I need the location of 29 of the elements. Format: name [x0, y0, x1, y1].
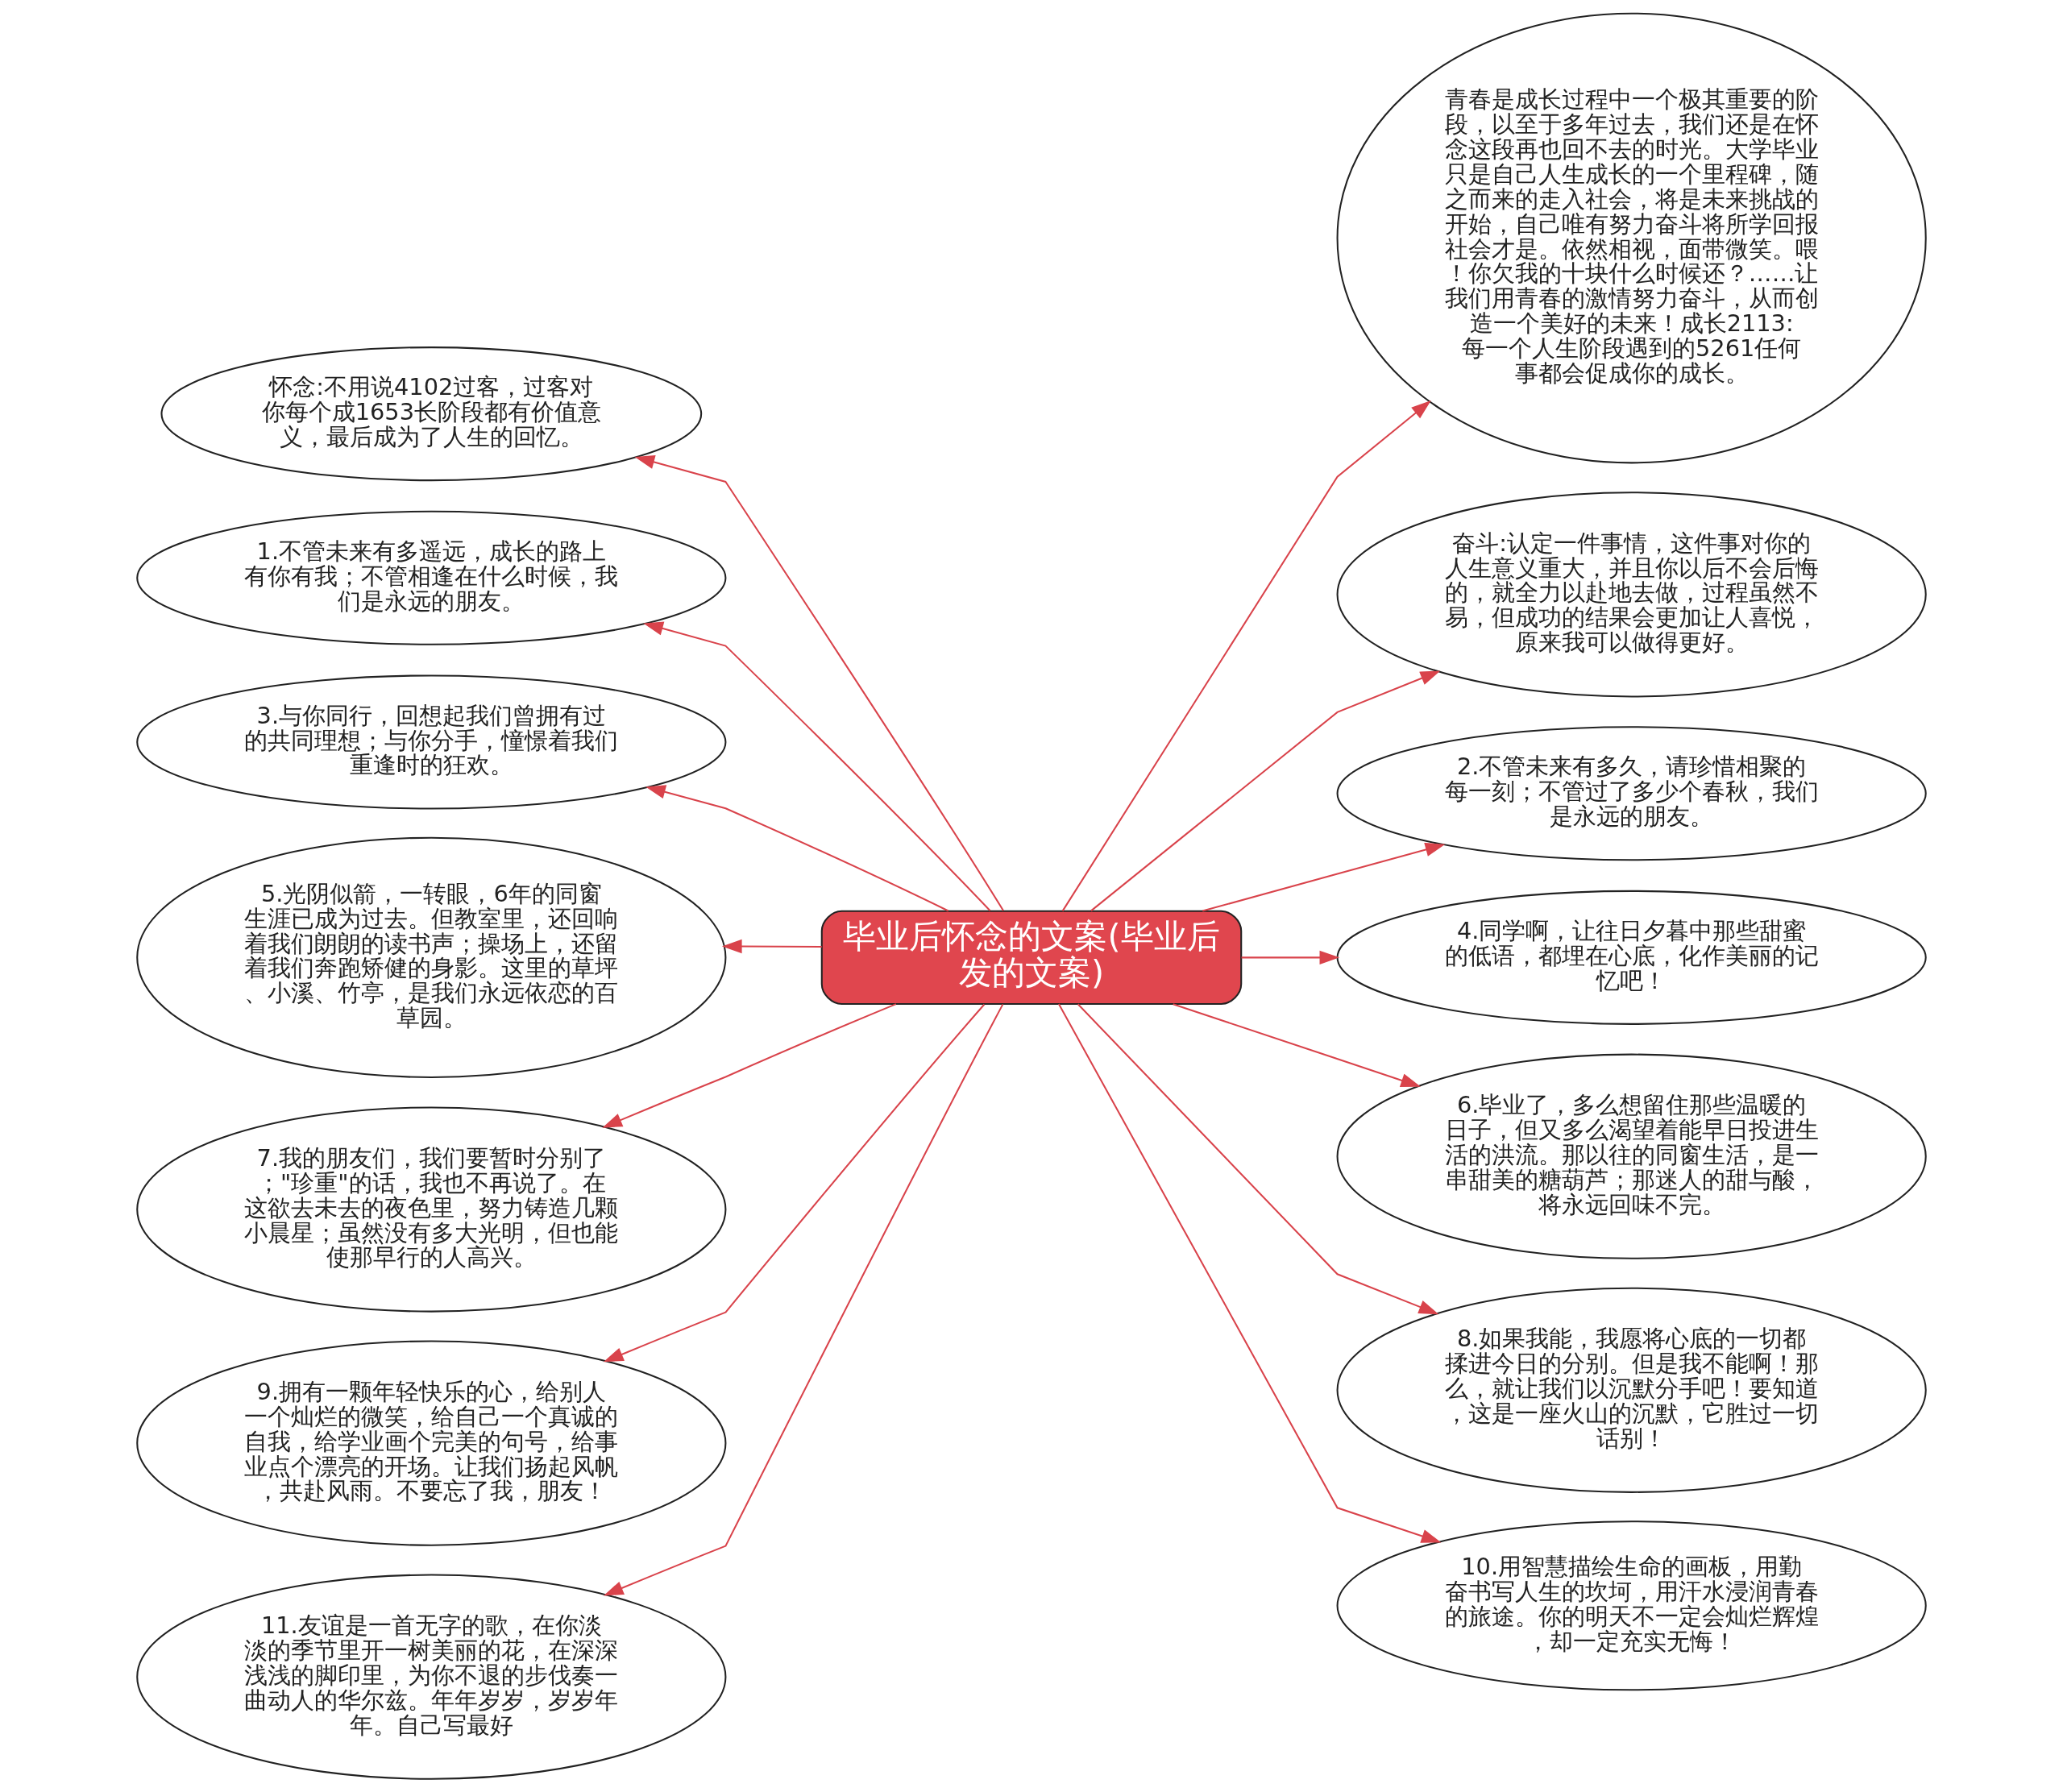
arrow: [645, 785, 949, 912]
arrow: [1058, 1003, 1442, 1543]
arrow: [602, 1003, 897, 1128]
node-ellipse: 5.光阴似箭，一转眼，6年的同窗生涯已成为过去。但教室里，还回响着我们朗朗的读书声；操场上，还留着我们奔跑矫健的身影。这里的草坪、小溪、竹亭，是我们永远依恋的百草园。: [136, 836, 727, 1078]
node-ellipse: 8.如果我能，我愿将心底的一切都揉进今日的分别。但是我不能啊！那么，就让我们以沉默分手吧！要知道，这是一座火山的沉默，它胜过一切话别！: [1336, 1287, 1927, 1493]
node-ellipse: 4.同学啊，让往日夕暮中那些甜蜜的低语，都埋在心底，化作美丽的记忆吧！: [1336, 890, 1927, 1025]
node-ellipse: 1.不管未来有多遥远，成长的路上有你有我；不管相逢在什么时候，我们是永远的朋友。: [136, 510, 727, 645]
node-ellipse: 9.拥有一颗年轻快乐的心，给别人一个灿烂的微笑，给自己一个真诚的自我，给学业画个完美的句号，给事业点个漂亮的开场。让我们扬起风帆，共赴风雨。不要忘了我，朋友！: [136, 1340, 727, 1546]
arrow: [634, 455, 1004, 911]
node-box: 毕业后怀念的文案(毕业后发的文案): [820, 910, 1243, 1005]
arrow: [1202, 842, 1446, 912]
node-ellipse: 6.毕业了，多么想留住那些温暖的日子，但又多么渴望着能早日投进生活的洪流。那以往的同窗生活，是一串甜美的糖葫芦；那迷人的甜与酸，将永远回味不完。: [1336, 1053, 1927, 1259]
arrow: [603, 1003, 986, 1363]
node-ellipse: 7.我的朋友们，我们要暂时分别了；"珍重"的话，我也不再说了。在这欲去未去的夜色里，努力铸造几颗小晨星；虽然没有多大光明，但也能使那早行的人高兴。: [136, 1106, 727, 1313]
node-ellipse: 青春是成长过程中一个极其重要的阶段，以至于多年过去，我们还是在怀念这段再也回不去的时光。大学毕业只是自己人生成长的一个里程碑，随之而来的走入社会，将是未来挑战的开始，自己唯有努力奋斗将所学回报社会才是。依然相视，面带微笑。喂！你欠我的十块什么时候还？……让我们用青春的激情努力奋斗，从而创造一个美好的未来！成长2113:每一个人生阶段遇到的5261任何事都会促成你的成长。: [1336, 12, 1927, 464]
arrow: [1090, 670, 1441, 912]
node-ellipse: 3.与你同行，回想起我们曾拥有过的共同理想；与你分手，憧憬着我们重逢时的狂欢。: [136, 674, 727, 810]
node-ellipse: 2.不管未来有多久，请珍惜相聚的每一刻；不管过了多少个春秋，我们是永远的朋友。: [1336, 726, 1927, 861]
arrow: [1061, 400, 1431, 912]
arrow: [721, 939, 822, 954]
node-ellipse: 奋斗:认定一件事情，这件事对你的人生意义重大，并且你以后不会后悔的，就全力以赴地去做，过程虽然不易，但成功的结果会更加让人喜悦，原来我可以做得更好。: [1336, 492, 1927, 698]
node-ellipse: 怀念:不用说4102过客，过客对你每个成1653长阶段都有价值意义，最后成为了人生的回忆。: [160, 346, 703, 482]
arrow: [643, 621, 991, 911]
node-ellipse: 11.友谊是一首无字的歌，在你淡淡的季节里开一树美丽的花，在深深浅浅的脚印里，为你不退的步伐奏一曲动人的华尔兹。年年岁岁，岁岁年年。自己写最好: [136, 1574, 727, 1780]
arrow: [1241, 950, 1340, 964]
arrow: [603, 1003, 1004, 1596]
arrow: [1173, 1003, 1422, 1088]
arrow: [1077, 1003, 1439, 1315]
node-ellipse: 10.用智慧描绘生命的画板，用勤奋书写人生的坎坷，用汗水浸润青春的旅途。你的明天不一定会灿烂辉煌，却一定充实无悔！: [1336, 1520, 1927, 1691]
